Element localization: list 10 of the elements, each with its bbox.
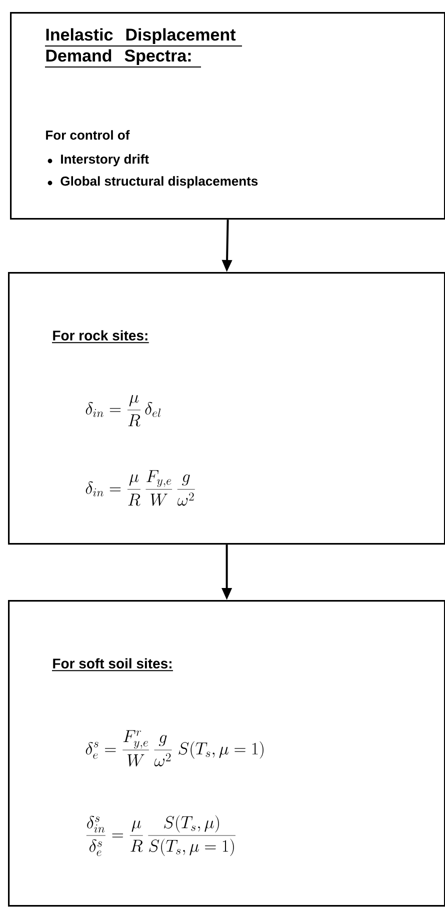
heading: Inelastic Displacement Demand Spectra: xyxy=(44,28,242,68)
body-text: For control of xyxy=(46,130,130,140)
equation: $\delta_{e}^{s} = \frac{F_{y,e}^{r}}{W}\,\frac{g}{\omega^{2}}\;S(T_{s},\mu=1)$ xyxy=(86,730,264,767)
equation: $\delta_{in} = \frac{\mu}{R}\,\frac{F_{y,e}}{W}\,\frac{g}{\omega^{2}}$ xyxy=(86,470,195,506)
equation: $\frac{\delta_{in}^{s}}{\delta_{e}^{s}} = \frac{\mu}{R}\,\frac{S(T_{s},\mu)}{S(T_{s},\mu=1)}$ xyxy=(86,815,236,856)
heading: For soft soil sites: xyxy=(52,658,174,672)
bullet-item: Global structural displacements xyxy=(48,176,258,188)
heading: For rock sites: xyxy=(52,330,150,344)
bullet-item: Interstory drift xyxy=(48,154,149,166)
equation: $\delta_{in} = \frac{\mu}{R}\,\delta_{el}$ xyxy=(86,395,161,427)
